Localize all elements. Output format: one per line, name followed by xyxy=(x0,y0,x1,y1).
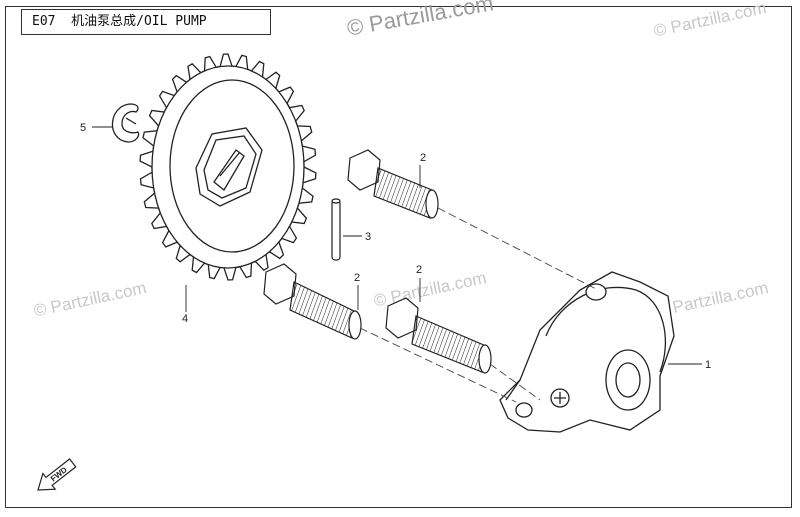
diagram-title: E07 机油泵总成/OIL PUMP xyxy=(21,9,271,35)
callout-1: 1 xyxy=(705,359,711,371)
callout-2-upper: 2 xyxy=(420,152,426,164)
bolt-lower-left xyxy=(263,263,362,340)
bolt-lower-center xyxy=(385,297,492,374)
diagram-title-cn: 机油泵总成 xyxy=(71,14,137,29)
bolt-upper xyxy=(347,149,439,219)
callout-2-lower-center: 2 xyxy=(416,264,422,276)
callout-5: 5 xyxy=(80,122,86,134)
callout-2-lower-left: 2 xyxy=(354,272,360,284)
fwd-arrow-icon: FWD xyxy=(37,458,77,491)
title-separator: / xyxy=(136,14,144,29)
callout-3: 3 xyxy=(365,231,371,243)
callout-4: 4 xyxy=(182,313,188,325)
dowel-pin-part xyxy=(331,198,341,261)
gear-part xyxy=(139,53,317,281)
leader-lines xyxy=(92,126,702,365)
diagram-code: E07 xyxy=(32,14,56,29)
oil-pump-body xyxy=(499,271,675,433)
circlip-part xyxy=(111,103,140,143)
diagram-frame xyxy=(5,6,792,508)
assembly-guide-lines xyxy=(359,207,599,403)
diagram-title-en: OIL PUMP xyxy=(143,14,207,29)
